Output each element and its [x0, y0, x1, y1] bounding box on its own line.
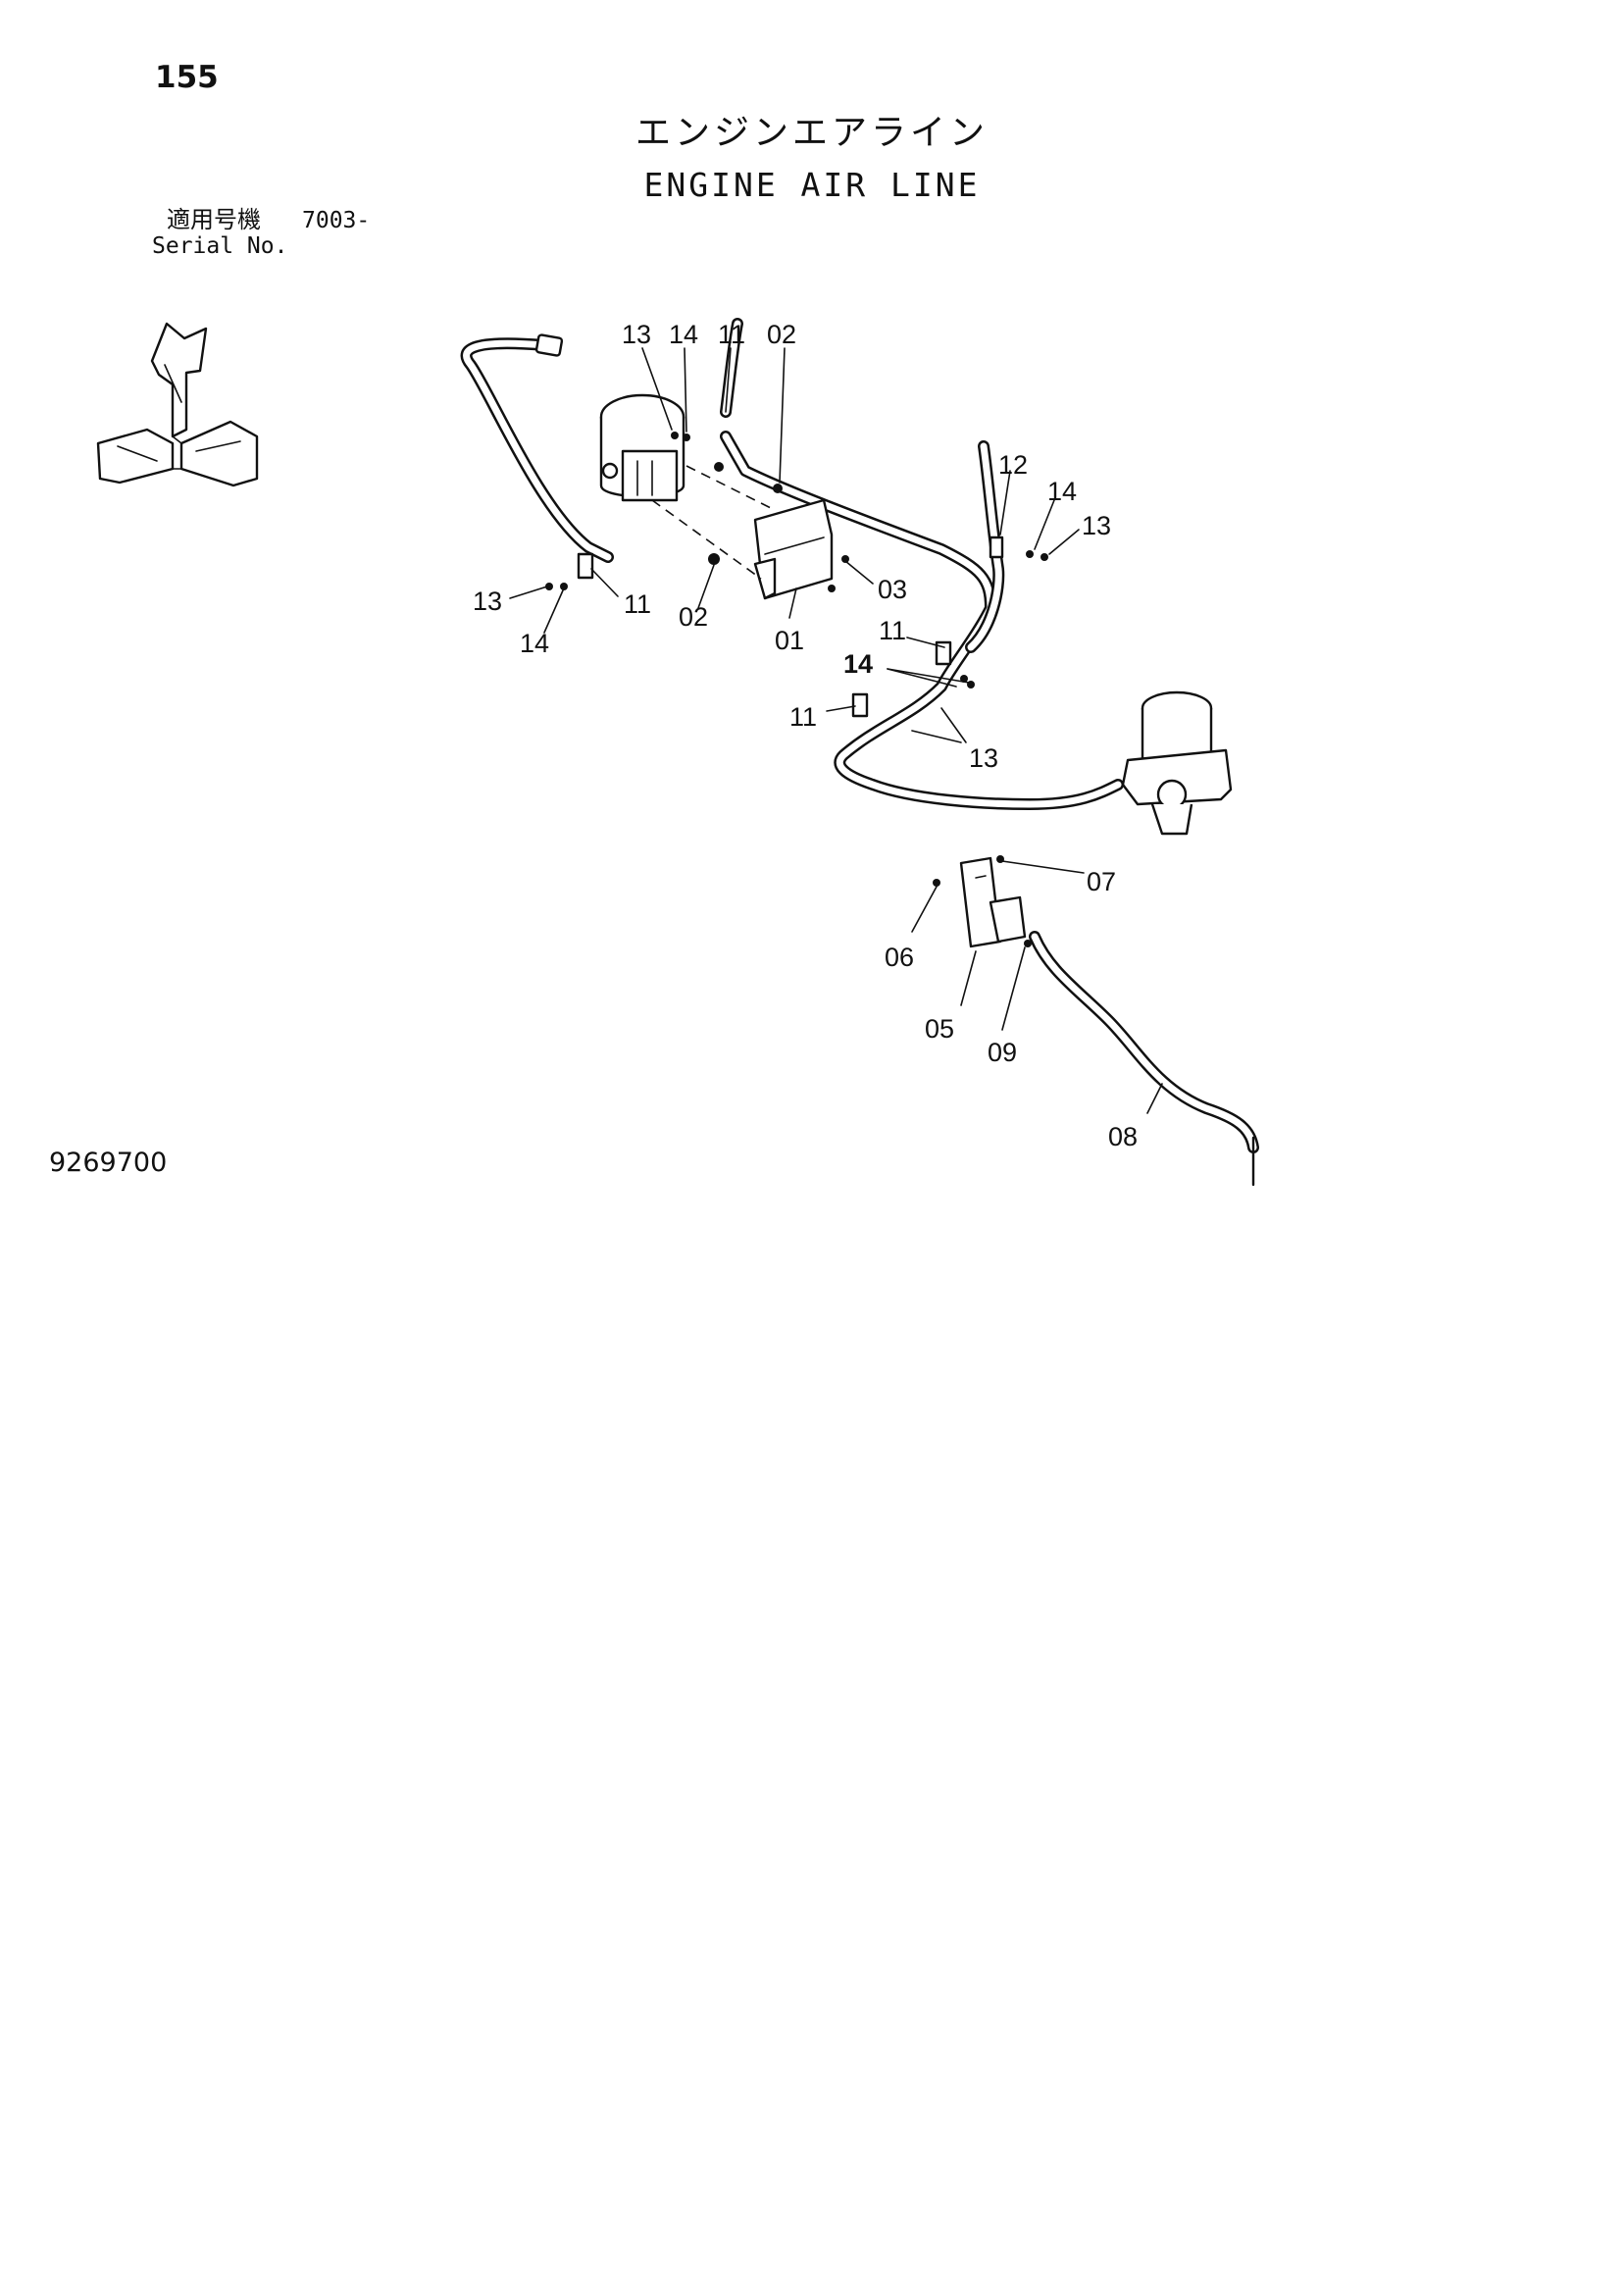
serial-label-english: Serial No.: [152, 233, 288, 259]
hose-clamp: [577, 536, 1004, 718]
callout-02: 02: [767, 320, 796, 349]
air-line-hose: [460, 318, 1259, 1187]
page-number: 155: [155, 60, 219, 95]
callout-11: 11: [718, 320, 745, 349]
fastener: [545, 432, 1048, 947]
callout-05: 05: [925, 1014, 954, 1044]
callout-06: 06: [885, 943, 914, 972]
callout-13: 13: [969, 743, 998, 773]
page-title-japanese: エンジンエアライン: [634, 113, 989, 153]
air-reservoir-upper: [599, 393, 685, 502]
callout-07: 07: [1087, 867, 1116, 896]
callout-11: 11: [624, 589, 651, 619]
air-dryer: [1121, 690, 1233, 836]
callout-labels: 13 14 11 02 12 14 13 13 14 11 02 01 03 1…: [473, 320, 1138, 1151]
front-left-right-orientation-icon: [96, 322, 259, 487]
serial-number-value: 7003-: [302, 208, 371, 233]
leader-line: [509, 347, 1163, 1114]
callout-11: 11: [879, 616, 906, 645]
callout-13: 13: [1082, 511, 1111, 540]
page-title-english: ENGINE AIR LINE: [643, 166, 981, 204]
callout-14: 14: [520, 629, 549, 658]
callout-08: 08: [1108, 1122, 1138, 1151]
callout-13: 13: [622, 320, 651, 349]
callout-14: 14: [843, 649, 873, 679]
assembly-line: [651, 499, 762, 580]
callout-02: 02: [679, 602, 708, 632]
callout-12: 12: [998, 450, 1028, 480]
callout-09: 09: [988, 1038, 1017, 1067]
bracket-01: [753, 498, 834, 600]
bracket-05: [959, 856, 1027, 948]
callout-14: 14: [669, 320, 698, 349]
callout-03: 03: [878, 575, 907, 604]
drawing-number: 9269700: [49, 1148, 168, 1178]
serial-label-japanese: 適用号機: [167, 206, 261, 233]
callout-14: 14: [1047, 477, 1077, 506]
callout-01: 01: [775, 626, 804, 655]
callout-13: 13: [473, 587, 502, 616]
callout-11: 11: [789, 702, 817, 732]
